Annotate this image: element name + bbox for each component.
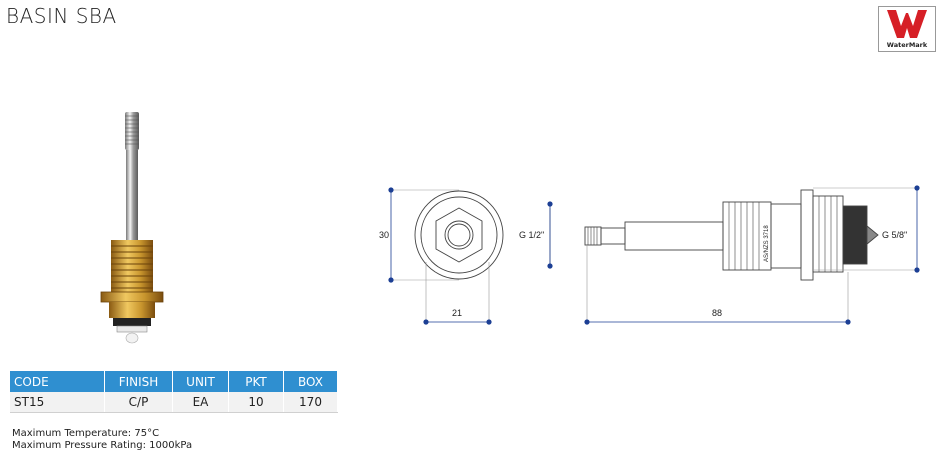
header-unit: UNIT (172, 371, 229, 392)
cell-finish: C/P (104, 392, 173, 413)
max-temperature-note: Maximum Temperature: 75°C (12, 428, 160, 439)
cell-box: 170 (283, 392, 338, 413)
dim-hex-label: 21 (452, 308, 462, 318)
dim-length-label: 88 (712, 308, 722, 318)
table-row: ST15 C/P EA 10 170 (10, 392, 338, 413)
watermark-logo: WaterMark (878, 6, 936, 52)
page-title: BASIN SBA (6, 4, 117, 28)
cell-unit: EA (172, 392, 229, 413)
header-pkt: PKT (228, 371, 284, 392)
thread-left-label: G 1/2" (519, 230, 544, 240)
end-view-hex (435, 207, 483, 263)
end-view-inner-circle (420, 196, 498, 274)
table-header-row: CODE FINISH UNIT PKT BOX (10, 371, 338, 392)
cell-code: ST15 (10, 392, 105, 413)
spec-table: CODE FINISH UNIT PKT BOX ST15 C/P EA 10 … (10, 371, 338, 413)
header-box: BOX (283, 371, 338, 392)
end-view-outer-circle (414, 190, 504, 280)
product-photo (100, 112, 164, 344)
header-finish: FINISH (104, 371, 173, 392)
notes: Maximum Temperature: 75°C Maximum Pressu… (12, 428, 192, 452)
header-code: CODE (10, 371, 105, 392)
thread-right-label: G 5/8" (882, 230, 907, 240)
standard-mark: AS/NZS 3718 (764, 225, 770, 262)
cell-pkt: 10 (228, 392, 284, 413)
watermark-label: WaterMark (886, 41, 928, 49)
watermark-w-icon (887, 10, 927, 38)
dim-height-label: 30 (379, 230, 389, 240)
max-pressure-note: Maximum Pressure Rating: 1000kPa (12, 440, 193, 451)
